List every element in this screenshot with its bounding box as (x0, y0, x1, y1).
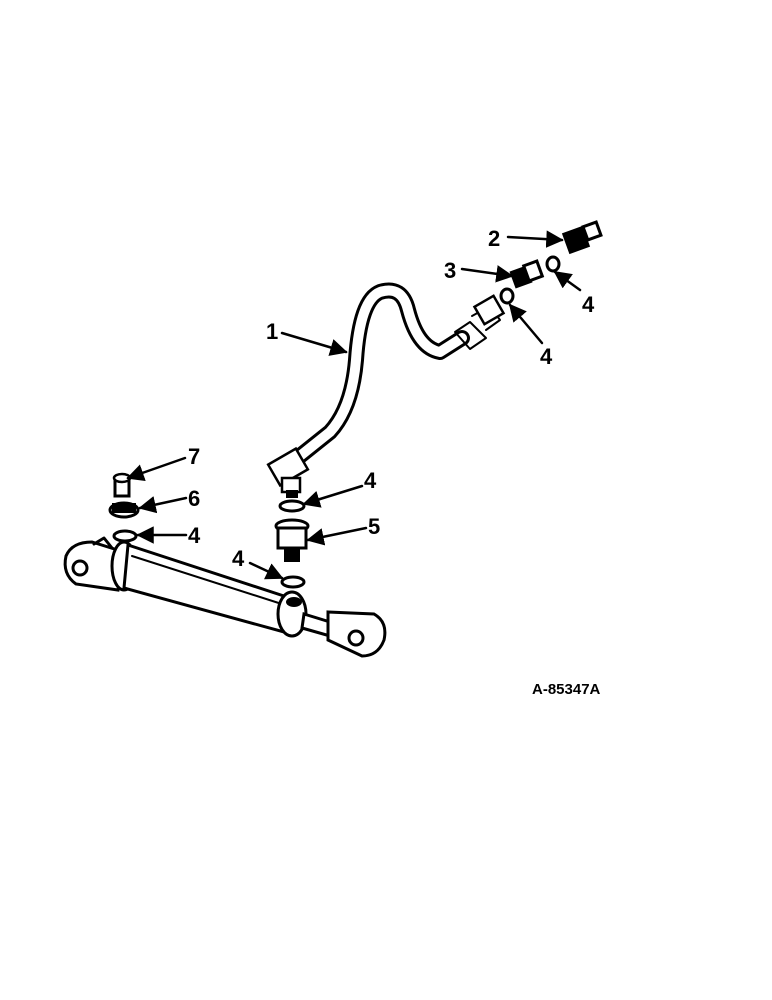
callout-3: 3 (444, 258, 456, 283)
callout-4-left: 4 (188, 523, 201, 548)
hydraulic-tube (266, 282, 506, 498)
adapter-part-3 (509, 259, 545, 289)
o-ring-lower (280, 575, 306, 589)
leader-2 (506, 230, 564, 248)
drawing-id: A-85347A (532, 681, 601, 698)
connector-part-5 (274, 518, 310, 562)
callout-4-lower: 4 (232, 546, 245, 571)
o-ring-upper-right (545, 255, 561, 273)
leader-6 (138, 496, 188, 514)
nut-part-6 (108, 501, 140, 519)
callout-4-upper-middle: 4 (540, 344, 553, 369)
leader-4d (248, 561, 284, 580)
fitting-part-7 (112, 472, 132, 498)
callout-5: 5 (368, 514, 380, 539)
leader-7 (126, 456, 187, 482)
callout-4-middle: 4 (364, 468, 377, 493)
leader-4c (302, 484, 364, 508)
leader-1 (280, 331, 348, 356)
leader-3 (460, 265, 514, 283)
leader-5 (306, 526, 368, 546)
leader-lines (126, 230, 582, 580)
fitting-part-2 (561, 220, 603, 255)
leader-4a (553, 270, 582, 292)
callout-6: 6 (188, 486, 200, 511)
o-ring-upper-middle (499, 287, 515, 305)
callout-labels: 1 2 3 4 4 4 5 4 7 6 4 (188, 226, 595, 571)
callout-4-upper-right: 4 (582, 292, 595, 317)
callout-7: 7 (188, 444, 200, 469)
o-ring-middle (278, 499, 306, 513)
o-ring-left (112, 529, 138, 543)
hydraulic-cylinder (63, 536, 387, 658)
leader-4b (508, 303, 544, 345)
callout-2: 2 (488, 226, 500, 251)
callout-1: 1 (266, 319, 278, 344)
